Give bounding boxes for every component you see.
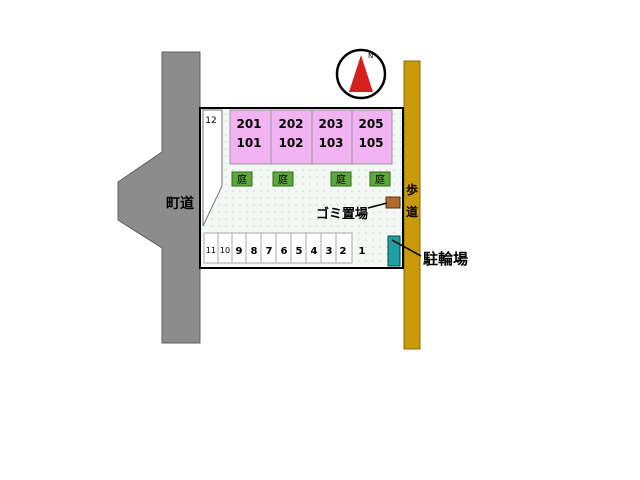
gardens: 庭 庭 庭 庭 [231, 171, 391, 187]
parking-spot-label: 9 [236, 246, 243, 257]
unit-upper-label: 203 [318, 117, 343, 131]
unit-lower-label: 105 [358, 136, 383, 150]
parking-spot-label: 4 [311, 246, 318, 257]
garden-patch [369, 171, 391, 187]
garden-label: 庭 [237, 173, 247, 186]
unit-202-102 [270, 109, 313, 165]
unit-lower-label: 101 [236, 136, 261, 150]
sidewalk-label-1: 歩 [406, 182, 418, 197]
bicycle-label: 駐輪場 [423, 250, 468, 268]
unit-lower-label: 103 [318, 136, 343, 150]
garden-label: 庭 [278, 173, 288, 186]
parking-spot-label: 8 [251, 246, 258, 257]
parking-spot-label: 7 [266, 246, 273, 257]
unit-205-105 [351, 109, 393, 165]
parking-dividers [217, 233, 337, 263]
sidewalk-label-2: 道 [406, 204, 418, 219]
garbage-box [385, 196, 401, 209]
town-road-label: 町道 [166, 195, 194, 212]
parking-area [203, 232, 353, 264]
garbage-pointer [367, 202, 388, 209]
parking-spot-label: 3 [326, 246, 333, 257]
unit-lower-label: 102 [278, 136, 303, 150]
parking-spot-label: 5 [296, 246, 303, 257]
compass-icon: N [335, 48, 387, 100]
parking-spot-12 [202, 109, 223, 227]
garden-patch [231, 171, 253, 187]
unit-201-101 [229, 109, 272, 165]
parking-spot-label: 6 [281, 246, 288, 257]
parking-spot-label: 10 [220, 246, 230, 255]
unit-upper-label: 202 [278, 117, 303, 131]
parking-row: 11 10 9 8 7 6 5 4 3 2 1 [203, 232, 366, 264]
unit-upper-label: 201 [236, 117, 261, 131]
unit-upper-label: 205 [358, 117, 383, 131]
garden-label: 庭 [336, 173, 346, 186]
garden-patch [272, 171, 294, 187]
parking-spot-label: 2 [340, 246, 347, 257]
compass-letter: N [368, 52, 373, 60]
garbage-label: ゴミ置場 [316, 206, 368, 222]
bicycle-pointer [391, 239, 422, 257]
garden-label: 庭 [375, 173, 385, 186]
unit-203-103 [311, 109, 353, 165]
parking-spot-label: 11 [206, 246, 216, 255]
parking-spot-label: 1 [359, 246, 366, 257]
parking-spot-12-label: 12 [205, 116, 216, 126]
garden-patch [330, 171, 352, 187]
building: 201 101 202 102 203 103 205 105 [229, 109, 393, 165]
